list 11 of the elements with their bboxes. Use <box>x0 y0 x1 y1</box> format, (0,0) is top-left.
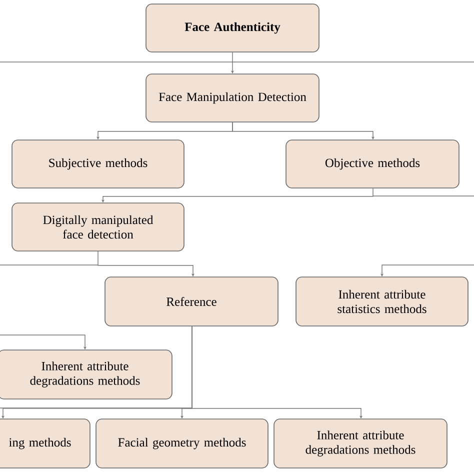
method-box: Facial geometry methods <box>96 418 268 468</box>
method-box: Face Manipulation Detection <box>146 74 320 122</box>
method-box: Inherent attribute degradations methods <box>0 350 172 400</box>
method-box: Face Authenticity <box>146 4 320 52</box>
method-box: Inherent attribute statistics methods <box>296 276 468 326</box>
method-box: Digitally manipulated face detection <box>12 202 184 252</box>
method-box: Inherent attribute degradations methods <box>274 418 448 468</box>
method-box: Reference <box>104 276 278 326</box>
method-box: Subjective methods <box>12 140 184 188</box>
method-box: ing methods <box>0 418 90 468</box>
method-box: Objective methods <box>286 140 460 188</box>
